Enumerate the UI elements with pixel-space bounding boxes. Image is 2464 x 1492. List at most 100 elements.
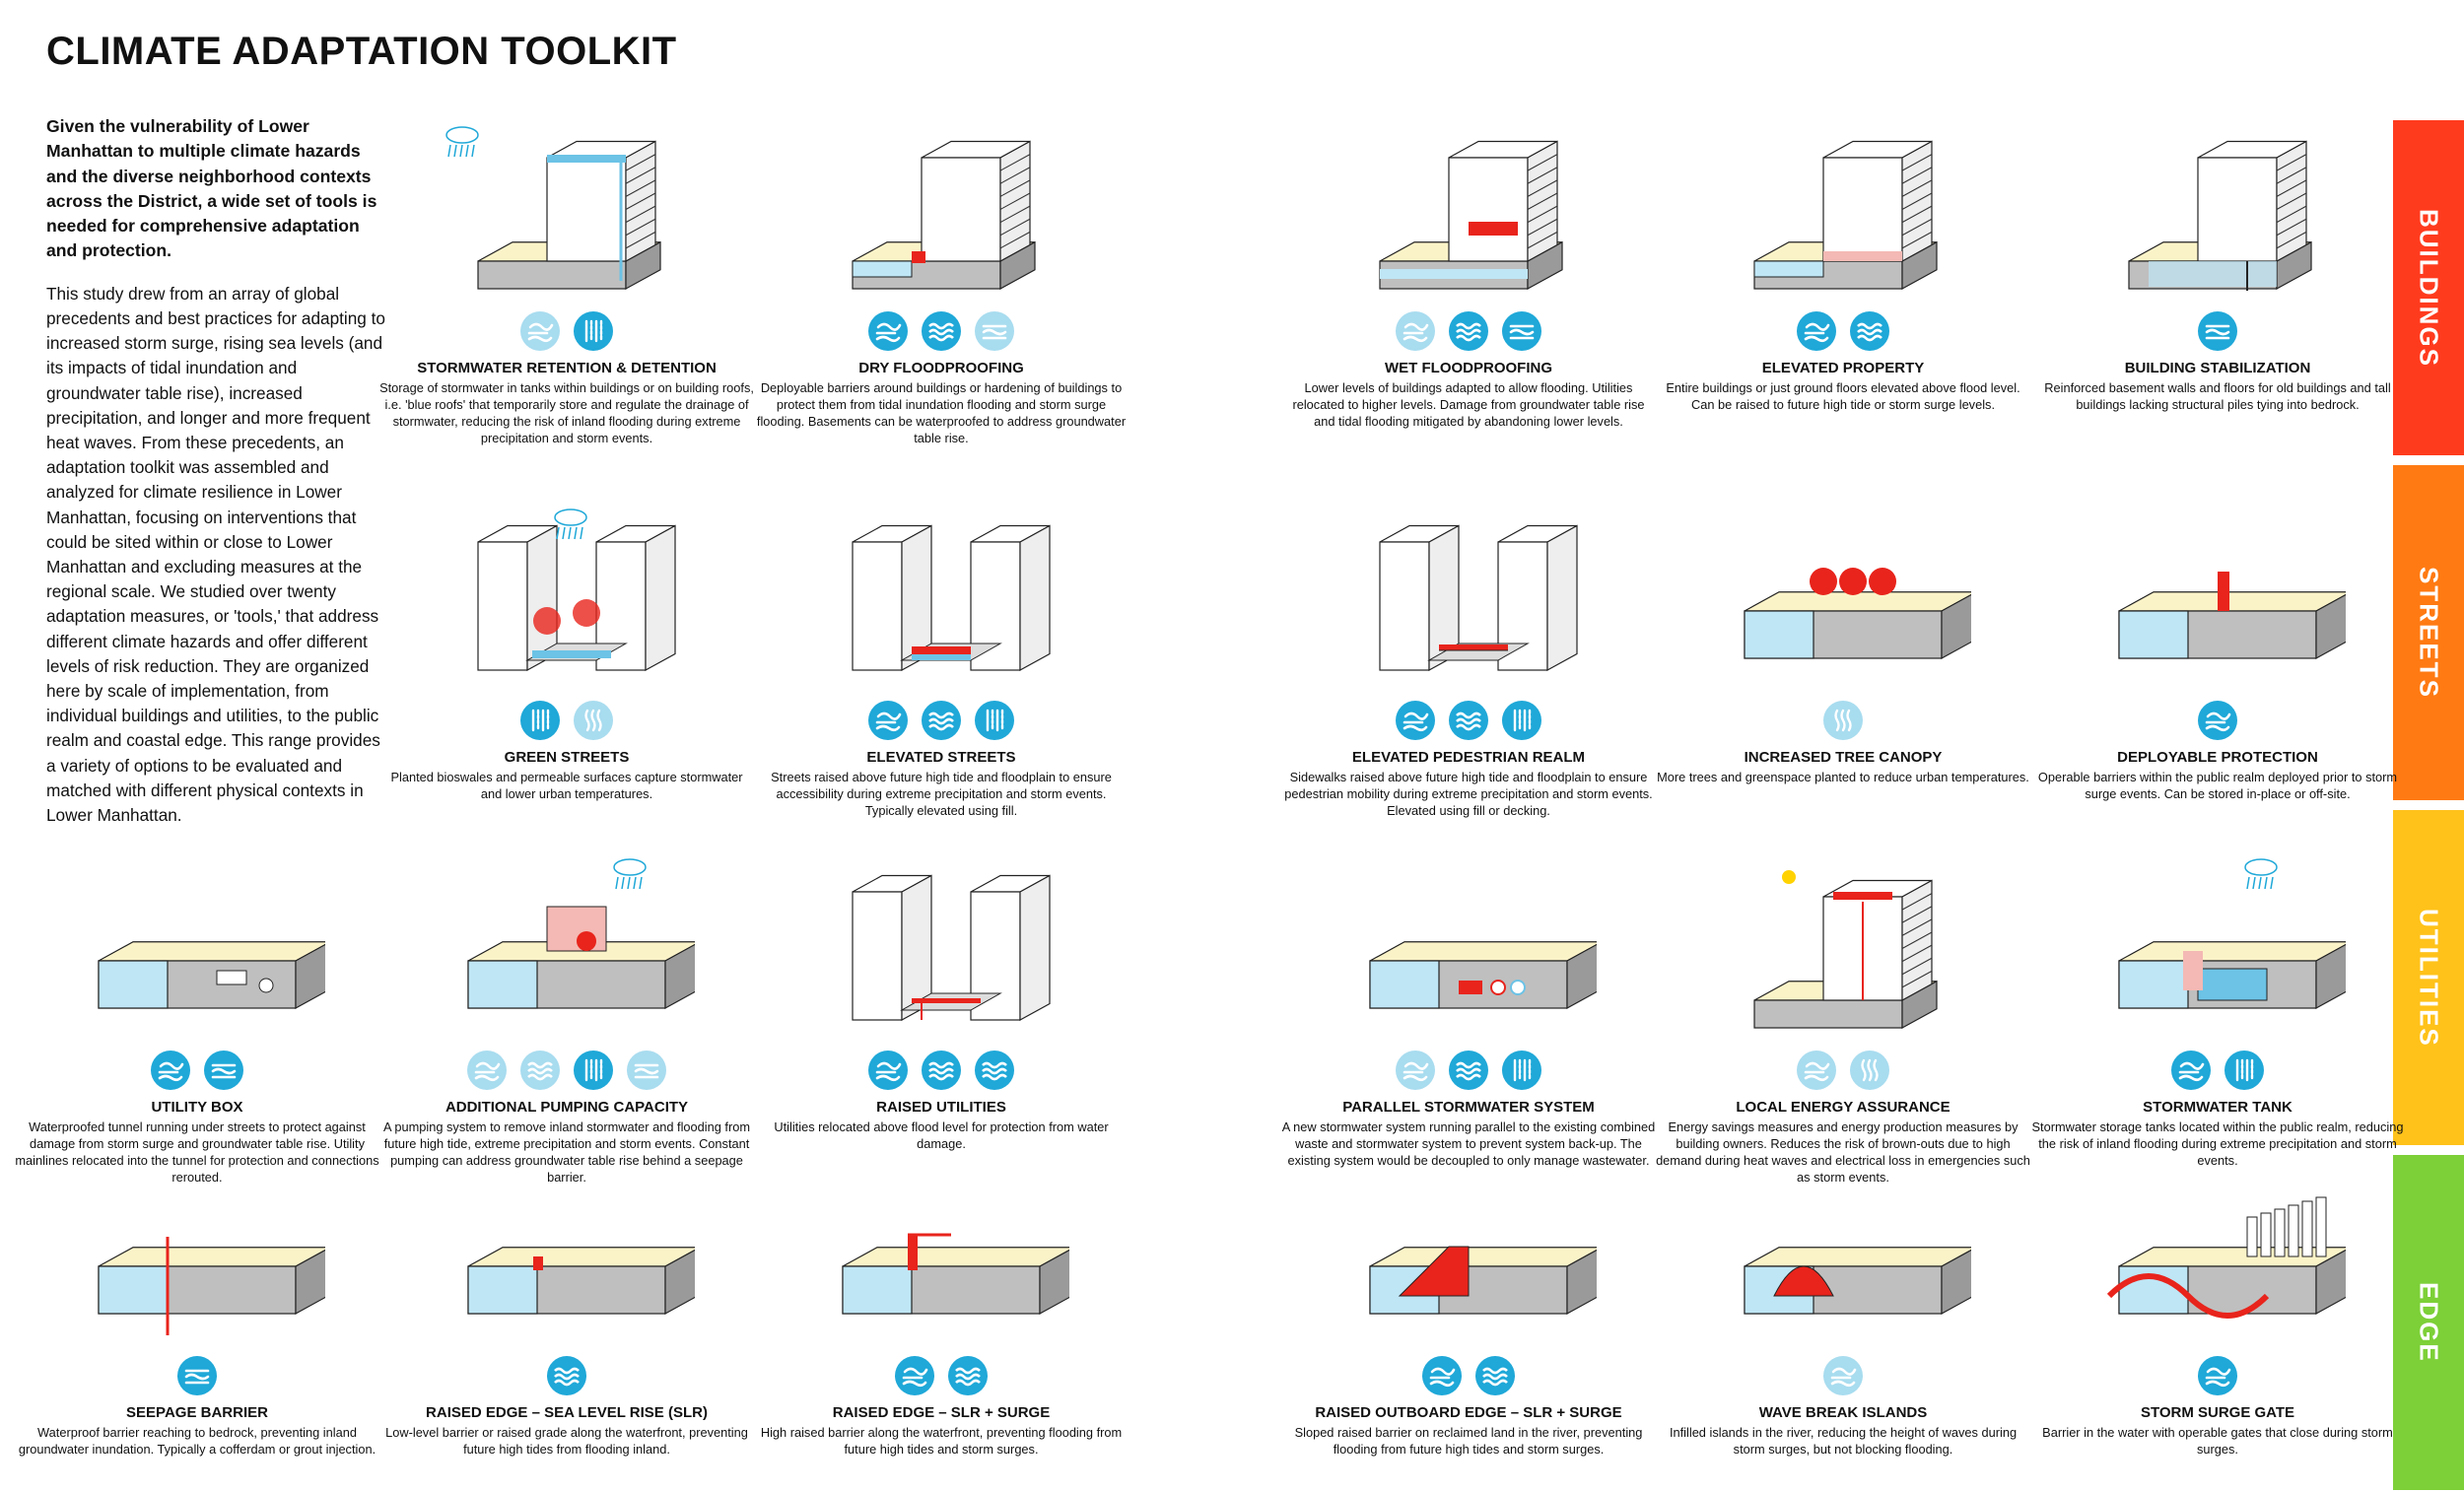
slr-hazard-icon: [626, 1050, 667, 1091]
rain-hazard-icon: [2224, 1050, 2265, 1091]
hazard-icons: [1291, 1050, 1646, 1093]
surge-hazard-icon: [1395, 700, 1436, 741]
waves-hazard-icon: [546, 1355, 587, 1396]
tool-name: STORMWATER TANK: [2143, 1099, 2293, 1116]
tool-name: ELEVATED PROPERTY: [1761, 360, 1925, 376]
tool-description: Planted bioswales and permeable surfaces…: [390, 770, 743, 801]
waves-hazard-icon: [921, 700, 962, 741]
hazard-icons: [764, 700, 1119, 743]
surge-hazard-icon: [1796, 310, 1837, 352]
waves-hazard-icon: [519, 1050, 561, 1091]
tool-illustration: [467, 1247, 695, 1316]
hazard-icons: [2040, 1050, 2395, 1093]
hazard-icons: [389, 700, 744, 743]
surge-hazard-icon: [894, 1355, 935, 1396]
tool-raised-edge-sea-level-rise-slr: RAISED EDGE – SEA LEVEL RISE (SLR)Low-le…: [385, 1158, 748, 1457]
surge-hazard-icon: [867, 700, 909, 741]
tool-name: STORM SURGE GATE: [2140, 1404, 2295, 1421]
waves-hazard-icon: [921, 1050, 962, 1091]
waves-hazard-icon: [1448, 310, 1489, 352]
tool-illustration: [1753, 140, 1938, 291]
tool-description: Deployable barriers around buildings or …: [756, 380, 1127, 445]
tool-description: Sidewalks raised above future high tide …: [1284, 770, 1653, 818]
category-band-buildings: BUILDINGS: [2393, 120, 2464, 455]
tool-illustration: [98, 941, 325, 1010]
surge-hazard-icon: [1822, 1355, 1864, 1396]
hazard-icons: [1666, 700, 2020, 743]
tool-illustration: [1379, 524, 1578, 672]
tool-name: ELEVATED STREETS: [866, 749, 1016, 766]
tool-description: Reinforced basement walls and floors for…: [2044, 380, 2391, 412]
tool-illustration: [852, 524, 1051, 672]
surge-hazard-icon: [2197, 1355, 2238, 1396]
tool-description: Operable barriers within the public real…: [2037, 770, 2398, 801]
tool-description: Infilled islands in the river, reducing …: [1669, 1425, 2018, 1457]
surge-hazard-icon: [1421, 1355, 1463, 1396]
tool-name: RAISED UTILITIES: [876, 1099, 1006, 1116]
tool-illustration: [1744, 1247, 1971, 1316]
surge-hazard-icon: [466, 1050, 508, 1091]
hazard-icons: [764, 310, 1119, 354]
hazard-icons: [1666, 1050, 2020, 1093]
tool-stormwater-tank: STORMWATER TANK Stormwater storage tanks …: [2032, 852, 2403, 1168]
hazard-icons: [389, 1050, 744, 1093]
tool-name: GREEN STREETS: [504, 749, 630, 766]
slr-hazard-icon: [1501, 310, 1542, 352]
surge-hazard-icon: [519, 310, 561, 352]
tool-description: Low-level barrier or raised grade along …: [385, 1425, 748, 1457]
tool-description: Stormwater storage tanks located within …: [2031, 1119, 2404, 1168]
tool-illustration: [2106, 1196, 2346, 1319]
surge-hazard-icon: [2197, 700, 2238, 741]
hazard-icons: [764, 1355, 1119, 1398]
hazard-icons: [2040, 1355, 2395, 1398]
category-band-utilities: UTILITIES: [2393, 810, 2464, 1145]
waves-hazard-icon: [947, 1355, 989, 1396]
waves-hazard-icon: [1849, 310, 1890, 352]
tool-illustration: [2128, 140, 2312, 291]
hazard-icons: [20, 1355, 375, 1398]
tool-description: A pumping system to remove inland stormw…: [383, 1119, 750, 1185]
hazard-icons: [1291, 1355, 1646, 1398]
slr-hazard-icon: [203, 1050, 244, 1091]
surge-hazard-icon: [867, 310, 909, 352]
tool-illustration: [445, 126, 661, 291]
tool-name: WET FLOODPROOFING: [1385, 360, 1552, 376]
surge-hazard-icon: [1395, 1050, 1436, 1091]
rain-hazard-icon: [974, 700, 1015, 741]
tool-illustration: [1369, 941, 1597, 1010]
surge-hazard-icon: [1395, 310, 1436, 352]
hazard-icons: [1666, 310, 2020, 354]
tool-name: WAVE BREAK ISLANDS: [1758, 1404, 1928, 1421]
waves-hazard-icon: [921, 310, 962, 352]
slr-hazard-icon: [974, 310, 1015, 352]
tool-description: More trees and greenspace planted to red…: [1657, 770, 2029, 784]
tool-description: A new stormwater system running parallel…: [1281, 1119, 1656, 1168]
tool-description: Sloped raised barrier on reclaimed land …: [1294, 1425, 1643, 1457]
tool-illustration: [1753, 870, 1938, 1030]
tool-illustration: [852, 874, 1051, 1022]
tool-illustration: [98, 1237, 325, 1335]
tool-illustration: [467, 858, 695, 1010]
waves-hazard-icon: [974, 1050, 1015, 1091]
tool-name: DEPLOYABLE PROTECTION: [2117, 749, 2318, 766]
tool-deployable-protection: DEPLOYABLE PROTECTION Operable barriers w…: [2038, 503, 2397, 801]
surge-hazard-icon: [1796, 1050, 1837, 1091]
hazard-icons: [1291, 700, 1646, 743]
tool-name: BUILDING STABILIZATION: [2124, 360, 2311, 376]
rain-hazard-icon: [573, 1050, 614, 1091]
tool-illustration: [1744, 568, 1971, 660]
tool-illustration: [2118, 858, 2346, 1010]
surge-hazard-icon: [150, 1050, 191, 1091]
